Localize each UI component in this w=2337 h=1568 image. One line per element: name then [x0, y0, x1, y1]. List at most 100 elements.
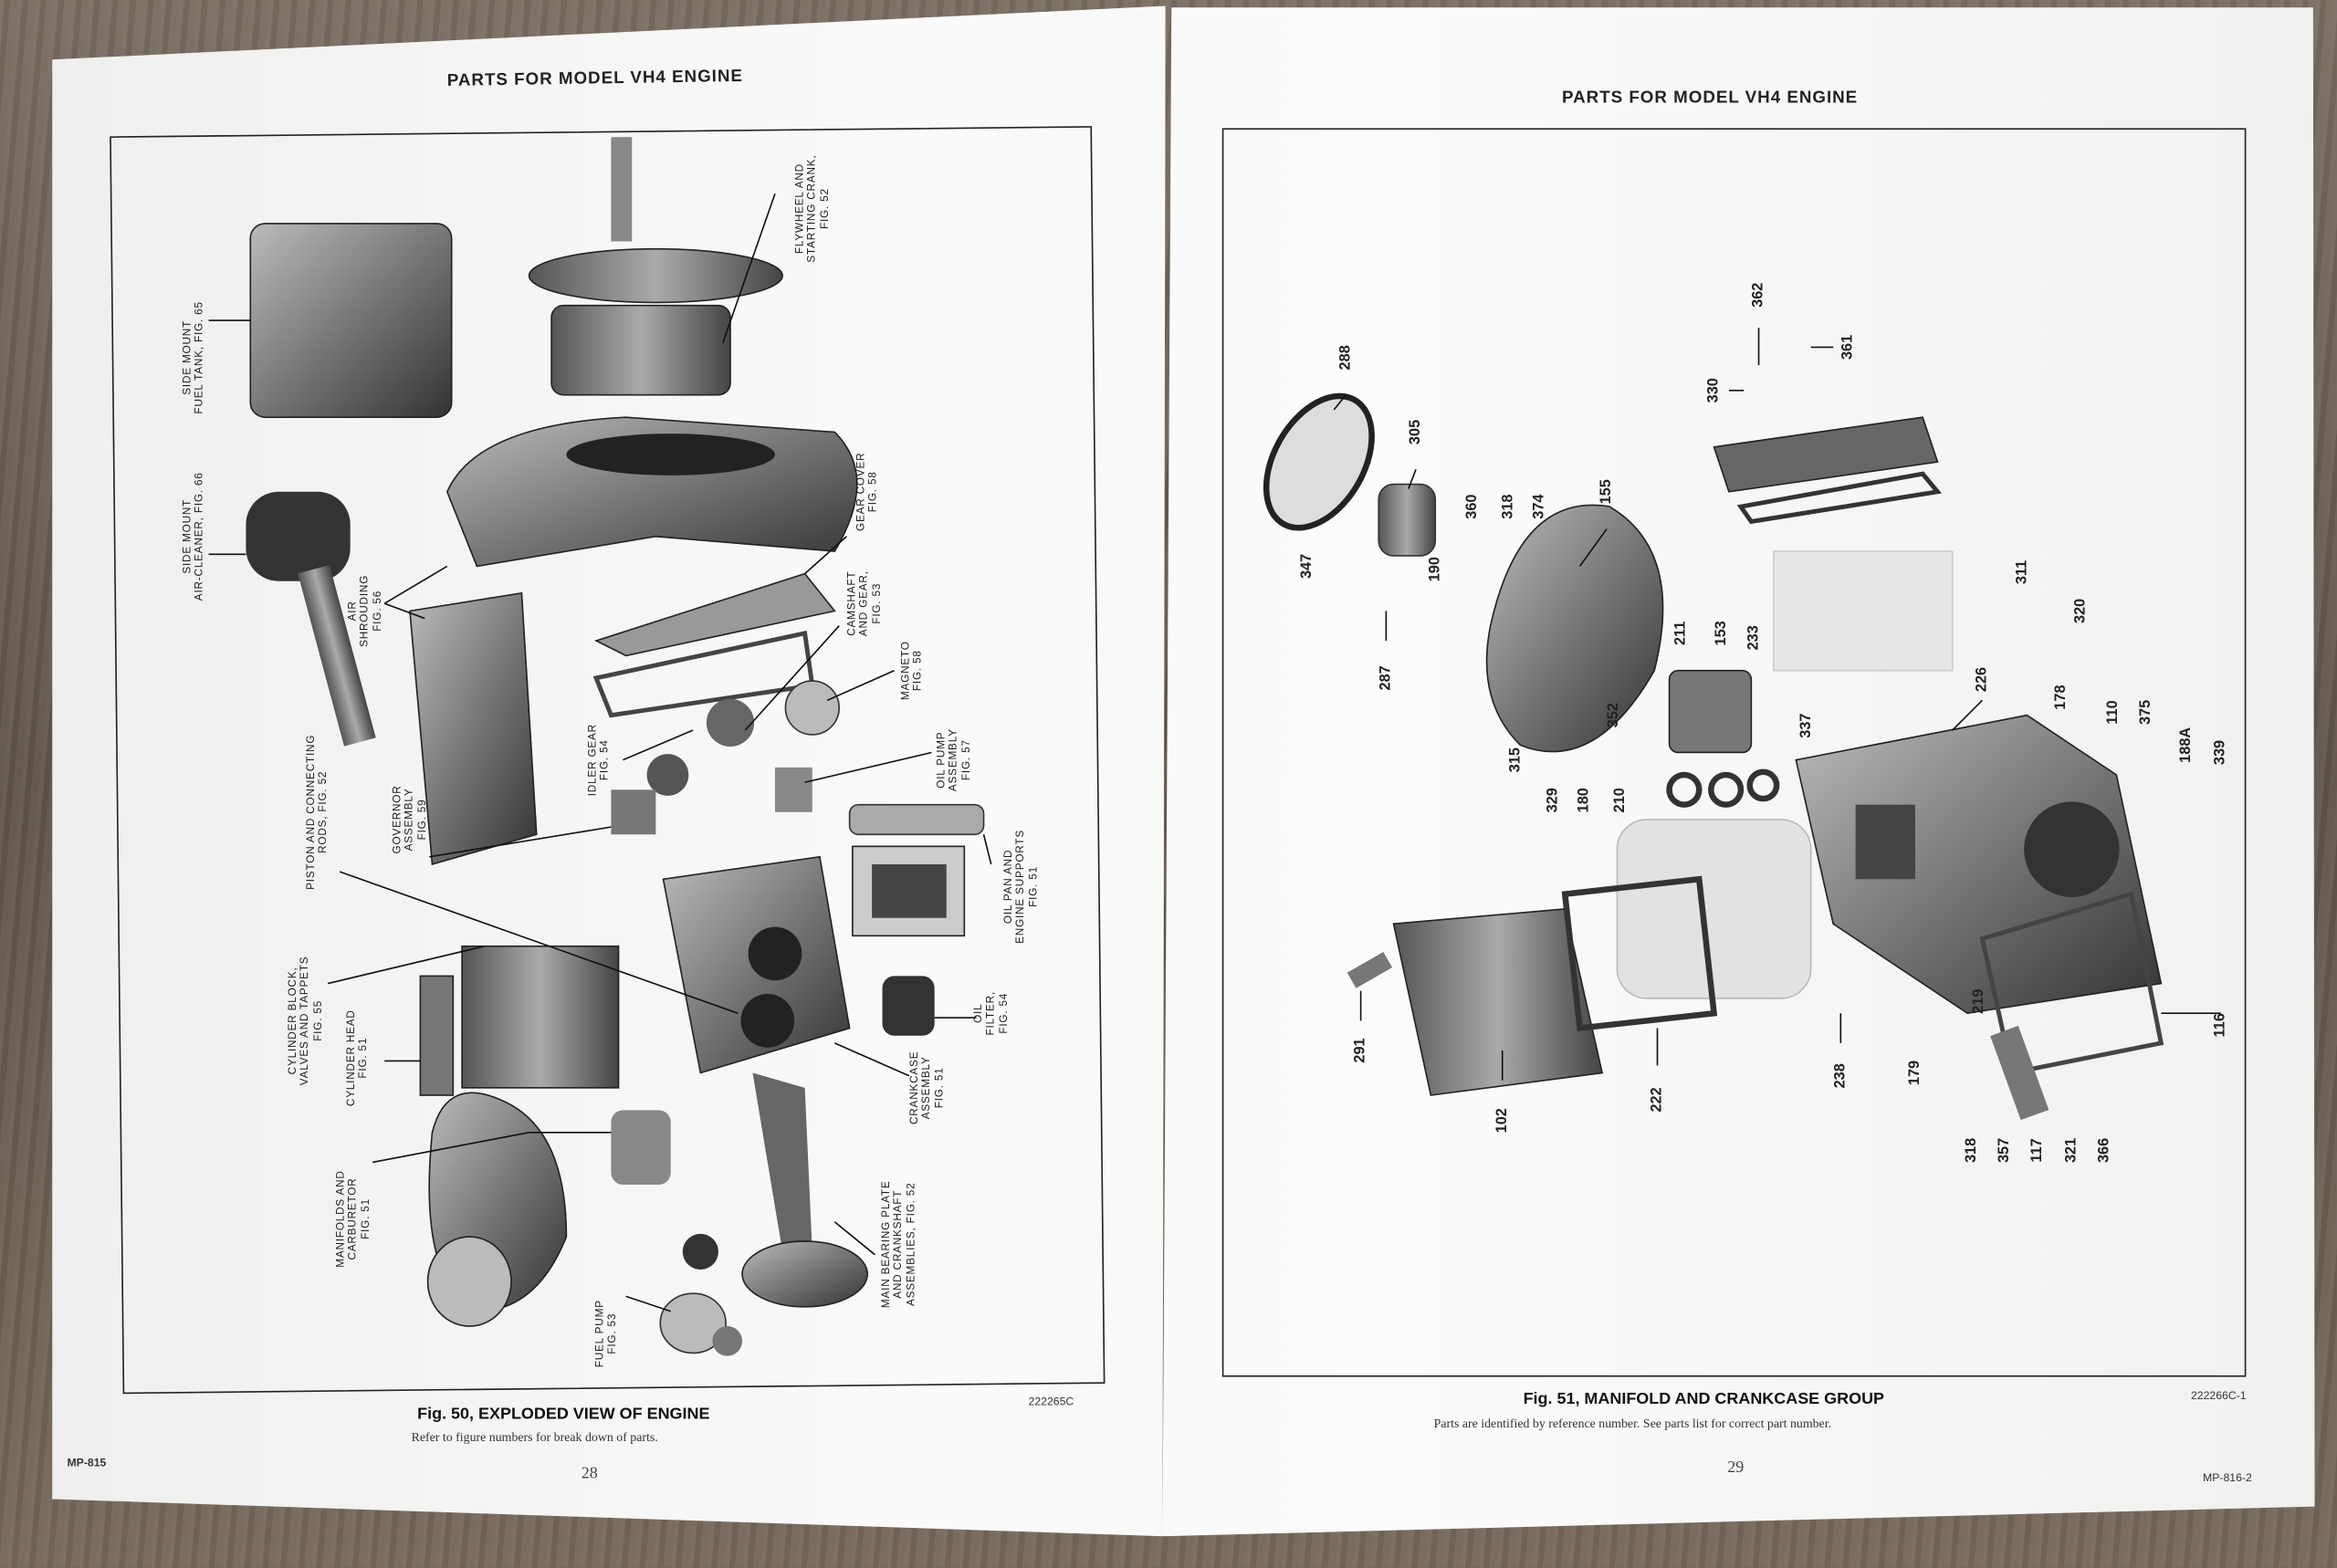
callout-label: PISTON AND CONNECTING RODS, FIG. 52 — [303, 734, 330, 890]
reference-number: 180 — [1576, 788, 1593, 813]
cylinder-block-part — [419, 945, 620, 1096]
figure-subtitle: Parts are identified by reference number… — [1433, 1416, 1832, 1431]
reference-number: 188A — [2178, 727, 2196, 763]
document-code: MP-816-2 — [2203, 1470, 2252, 1485]
reference-number: 288 — [1337, 345, 1355, 371]
figure-subtitle: Refer to figure numbers for break down o… — [411, 1428, 658, 1445]
leader-lines — [208, 193, 992, 1312]
reference-number: 375 — [2138, 699, 2154, 726]
manifold-part — [1485, 504, 1664, 753]
figure-title: Fig. 51, MANIFOLD AND CRANKCASE GROUP — [1523, 1390, 1885, 1408]
callout-label: GEAR COVER FIG. 58 — [854, 452, 880, 531]
figure-code: 222266C-1 — [2190, 1388, 2247, 1403]
callout-label: SIDE MOUNT AIR-CLEANER, FIG. 66 — [180, 472, 206, 601]
fuel-tank-part — [249, 223, 453, 418]
manifold-part — [426, 1092, 671, 1327]
air-cleaner-part — [246, 491, 376, 747]
reference-number: 362 — [1750, 282, 1767, 308]
carburetor-part — [1668, 669, 1753, 754]
head-gasket-part — [1561, 875, 1718, 1032]
page-header: PARTS FOR MODEL VH4 ENGINE — [1562, 89, 1859, 108]
gears-part — [611, 680, 840, 835]
reference-number: 153 — [1713, 621, 1730, 646]
callout-label: OIL PUMP ASSEMBLY FIG. 57 — [933, 728, 972, 792]
reference-number: 178 — [2052, 685, 2070, 710]
reference-number: 291 — [1352, 1038, 1369, 1063]
reference-number: 315 — [1507, 747, 1525, 773]
crankcase-part — [1795, 714, 2163, 1015]
callout-label: CAMSHAFT AND GEAR, FIG. 53 — [844, 570, 883, 637]
reference-number: 318 — [1964, 1137, 1980, 1164]
spark-plug-part — [1347, 951, 1393, 988]
callout-label: OIL FILTER, FIG. 54 — [970, 990, 1010, 1036]
reference-number: 179 — [1906, 1060, 1923, 1086]
reference-number: 360 — [1464, 494, 1482, 519]
reference-number: 238 — [1832, 1063, 1850, 1089]
reference-number: 320 — [2072, 598, 2090, 624]
callout-label: CYLINDER HEAD FIG. 51 — [343, 1009, 370, 1107]
oil-filter-part — [882, 976, 935, 1036]
reference-number: 116 — [2212, 1013, 2229, 1038]
page-number: 28 — [581, 1464, 598, 1483]
crankcase-part — [662, 855, 851, 1074]
callout-label: CRANKCASE ASSEMBLY FIG. 51 — [907, 1051, 946, 1125]
cylinder-bank-ghost — [1616, 819, 1812, 999]
reference-number: 366 — [2096, 1137, 2113, 1164]
callout-label: MAIN BEARING PLATE AND CRANKSHAFT ASSEMB… — [878, 1180, 917, 1309]
reference-number: 321 — [2063, 1137, 2080, 1164]
crankshaft-part — [741, 1072, 869, 1308]
exhaust-gasket-part — [1263, 392, 1375, 531]
reference-number: 110 — [2105, 700, 2122, 725]
reference-number: 233 — [1745, 625, 1763, 651]
reference-number: 226 — [1974, 666, 1991, 693]
reference-number: 357 — [1996, 1137, 2013, 1164]
reference-number: 222 — [1649, 1087, 1666, 1113]
seals-part — [1666, 768, 1780, 808]
callout-label: MAGNETO FIG. 58 — [898, 641, 925, 701]
figure-code: 222265C — [1028, 1395, 1074, 1408]
figure-frame — [1221, 128, 2247, 1377]
air-shrouding-part — [409, 591, 538, 865]
fuel-pump-part — [659, 1233, 743, 1356]
callout-label: GOVERNOR ASSEMBLY FIG. 59 — [390, 785, 428, 854]
callout-label: FUEL PUMP FIG. 53 — [592, 1300, 619, 1368]
reference-number: 102 — [1493, 1108, 1511, 1134]
cylinder-head-cover-part — [1713, 416, 1943, 525]
reference-number: 155 — [1598, 479, 1615, 505]
reference-number: 337 — [1797, 713, 1815, 738]
cylinder-block-ghost — [1773, 550, 1954, 672]
callout-label: IDLER GEAR FIG. 54 — [585, 724, 612, 797]
page-number: 29 — [1727, 1458, 1745, 1477]
reference-number: 311 — [2014, 559, 2031, 585]
reference-number: 374 — [1531, 494, 1548, 519]
base-gasket-part — [1979, 891, 2164, 1121]
cylinder-head-part — [1392, 908, 1604, 1096]
reference-number: 190 — [1427, 557, 1444, 582]
reference-number: 352 — [1606, 703, 1623, 728]
reference-number: 287 — [1378, 665, 1395, 691]
blower-housing-part — [445, 416, 858, 568]
reference-number: 219 — [1971, 988, 1988, 1014]
reference-number: 339 — [2212, 739, 2229, 766]
reference-number: 347 — [1298, 553, 1315, 580]
reference-number: 305 — [1408, 419, 1424, 445]
reference-number: 329 — [1545, 788, 1562, 813]
flywheel-part — [528, 137, 783, 396]
callout-label: AIR SHROUDING FIG. 56 — [345, 574, 383, 647]
sleeve-part — [1378, 483, 1437, 557]
figure-title: Fig. 50, EXPLODED VIEW OF ENGINE — [417, 1405, 710, 1424]
reference-number: 330 — [1705, 378, 1723, 403]
callout-label: FLYWHEEL AND STARTING CRANK, FIG. 52 — [791, 154, 831, 263]
reference-number: 361 — [1839, 334, 1857, 361]
reference-number: 117 — [2028, 1138, 2046, 1163]
oil-pan-part — [848, 803, 985, 937]
callout-label: MANIFOLDS AND CARBURETOR FIG. 51 — [332, 1170, 372, 1268]
callout-label: OIL PAN AND ENGINE SUPPORTS FIG. 51 — [1001, 830, 1040, 944]
reference-number: 211 — [1672, 621, 1690, 646]
reference-number: 210 — [1611, 788, 1629, 813]
reference-number: 318 — [1500, 494, 1517, 519]
